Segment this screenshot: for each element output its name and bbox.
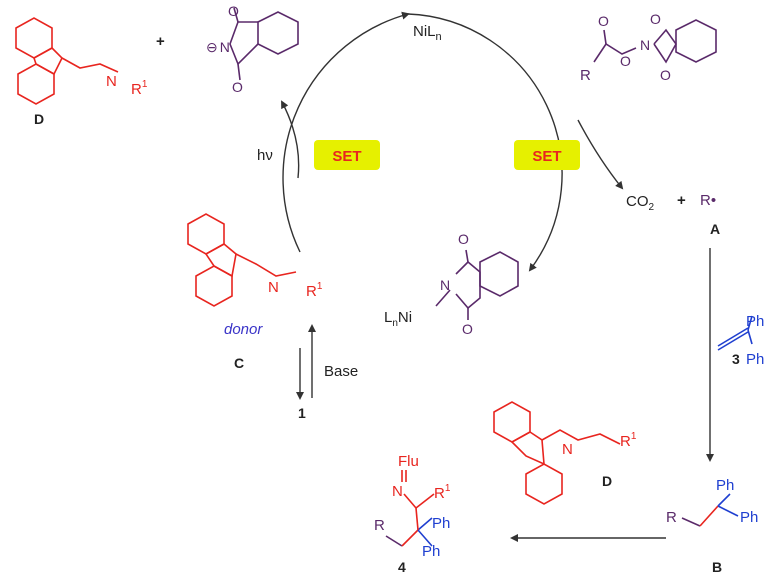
d-top-nitrogen: N [106,73,117,90]
c-nitrogen: N [268,279,279,296]
nhpi-ester-structure [593,19,717,64]
light-arrow [281,100,300,179]
ester-imide-oxygen-bottom: O [660,67,671,83]
set-left-text: SET [332,148,361,165]
set-right-text: SET [532,148,561,165]
nickel-phthalimide-structure [435,249,519,320]
product-flu: Flu [398,453,419,470]
anion-nitrogen: ⊖N [206,39,230,55]
label-b: B [712,559,722,575]
nickel-catalyst: NiLn [413,23,442,43]
label-a: A [710,221,720,237]
ni-complex-nitrogen: N [440,277,450,293]
b-ph-right: Ph [740,509,758,526]
label-4: 4 [398,559,406,575]
set-badge-left [314,140,380,170]
base-label: Base [324,363,358,380]
alkene-3-structure [717,315,753,351]
label-d-top: D [34,111,44,127]
alkene-ph-bottom: Ph [746,351,764,368]
plus-co2: + [677,192,686,209]
product-r: R [374,517,385,534]
radical-b-structure [681,493,739,527]
ester-imide-oxygen-top: O [650,11,661,27]
alkyl-radical-r: R• [700,192,716,209]
d-mid-nitrogen: N [562,441,573,458]
product-ph-top: Ph [432,515,450,532]
phthalimide-anion-structure [229,7,299,81]
ester-carbonyl-oxygen: O [598,13,609,29]
cycle-right-arc [407,13,563,272]
anion-oxygen-top: O [228,3,239,19]
product-r1: R1 [434,483,451,502]
product-nitrogen: N [392,483,403,500]
product-4-structure [385,470,435,547]
ester-r: R [580,67,591,84]
label-1: 1 [298,405,306,421]
ni-complex-oxygen-bottom: O [462,321,473,337]
alkene-ph-top: Ph [746,313,764,330]
set-badge-right [514,140,580,170]
label-d-mid: D [602,473,612,489]
ester-oxygen: O [620,53,631,69]
donor-label: donor [224,321,263,338]
b-ph-top: Ph [716,477,734,494]
ester-nitrogen: N [640,37,650,53]
radical-d-mid-structure [493,401,621,505]
radical-d-structure [15,17,119,105]
ni-complex-oxygen-top: O [458,231,469,247]
d-mid-r1: R1 [620,431,637,450]
c-r1: R1 [306,281,323,300]
release-co2-arrow [577,119,624,190]
ligated-nickel: LnNi [384,309,412,329]
label-3: 3 [732,351,740,367]
anion-c-structure [187,213,297,307]
co2: CO2 [626,193,655,213]
d-top-r1: R1 [131,79,148,98]
product-ph-bottom: Ph [422,543,440,560]
light-label: hν [257,147,273,164]
b-r: R [666,509,677,526]
cycle-left-arc [282,11,410,253]
plus-top: + [156,33,165,50]
label-c: C [234,355,244,371]
anion-oxygen-bottom: O [232,79,243,95]
